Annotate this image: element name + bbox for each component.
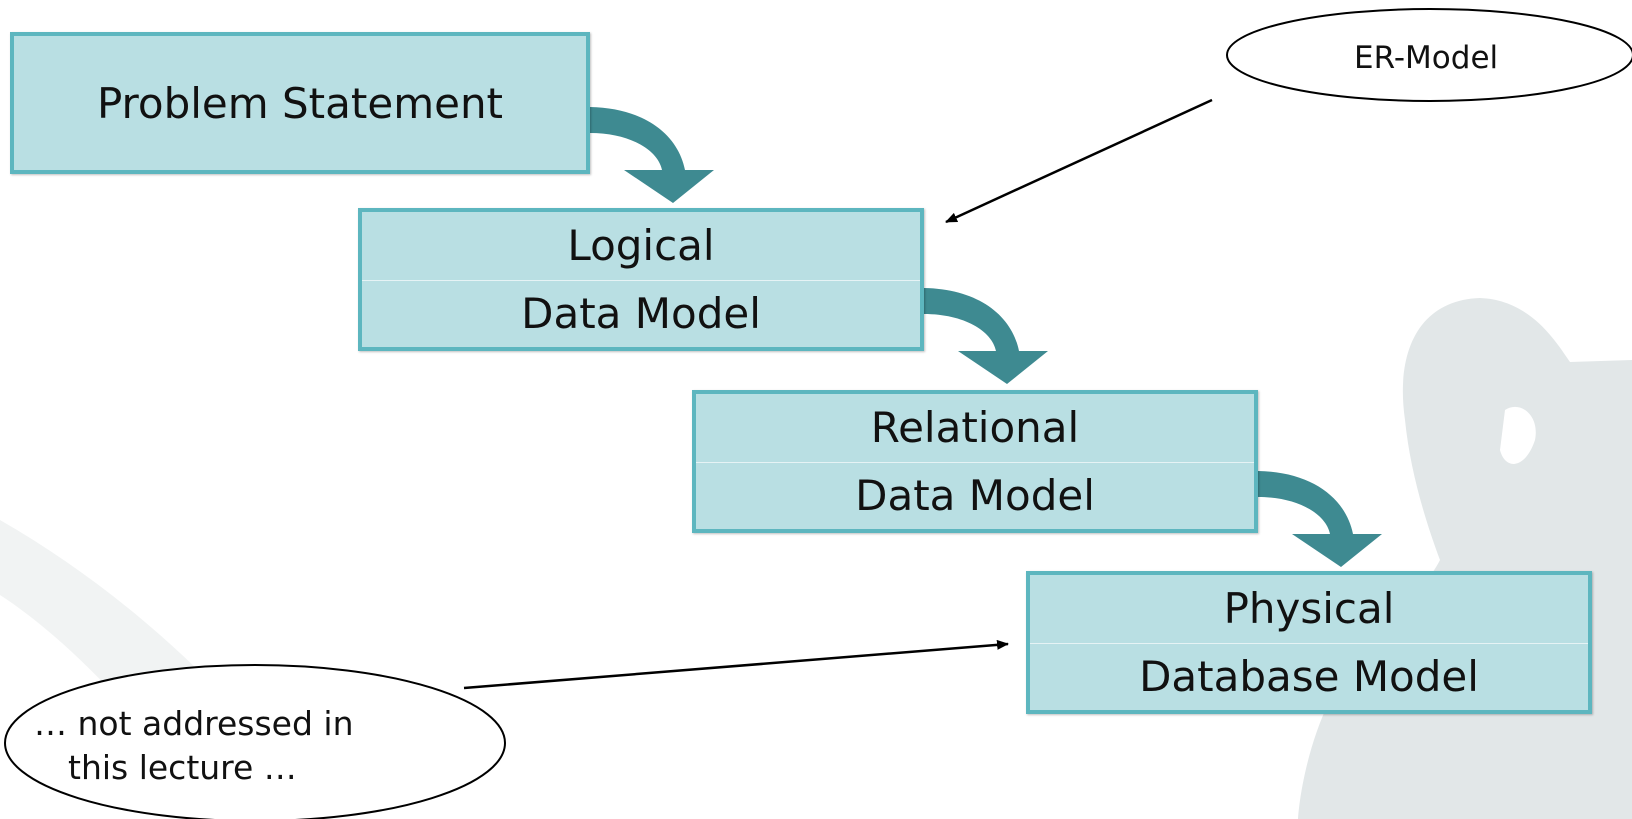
flow-arrow-problem-to-logical [590, 107, 714, 203]
er-model-pointer-arrow [945, 98, 1213, 224]
er-model-callout-ellipse [1226, 8, 1632, 102]
stage-logical-line2: Data Model [521, 288, 761, 338]
stage-problem-statement: Problem Statement [10, 32, 590, 174]
flow-arrow-relational-to-physical [1258, 471, 1382, 567]
stage-problem-statement-label: Problem Statement [96, 78, 504, 128]
flow-arrow-logical-to-relational [924, 288, 1048, 384]
stage-physical-line1: Physical [1030, 575, 1588, 644]
stage-physical-database-model: Physical Database Model [1026, 571, 1592, 714]
stage-relational-line2: Data Model [855, 470, 1095, 520]
stage-logical-line1: Logical [362, 212, 920, 281]
not-addressed-callout-ellipse [4, 664, 506, 819]
stage-logical-data-model: Logical Data Model [358, 208, 924, 351]
stage-relational-line1: Relational [696, 394, 1254, 463]
not-addressed-pointer-arrow [463, 639, 1009, 690]
not-addressed-callout-line2: this lecture … [68, 748, 297, 787]
stage-physical-line2: Database Model [1139, 651, 1479, 701]
not-addressed-callout-line1: … not addressed in [34, 704, 354, 743]
stage-relational-data-model: Relational Data Model [692, 390, 1258, 533]
er-model-callout-text: ER-Model [1354, 40, 1499, 76]
